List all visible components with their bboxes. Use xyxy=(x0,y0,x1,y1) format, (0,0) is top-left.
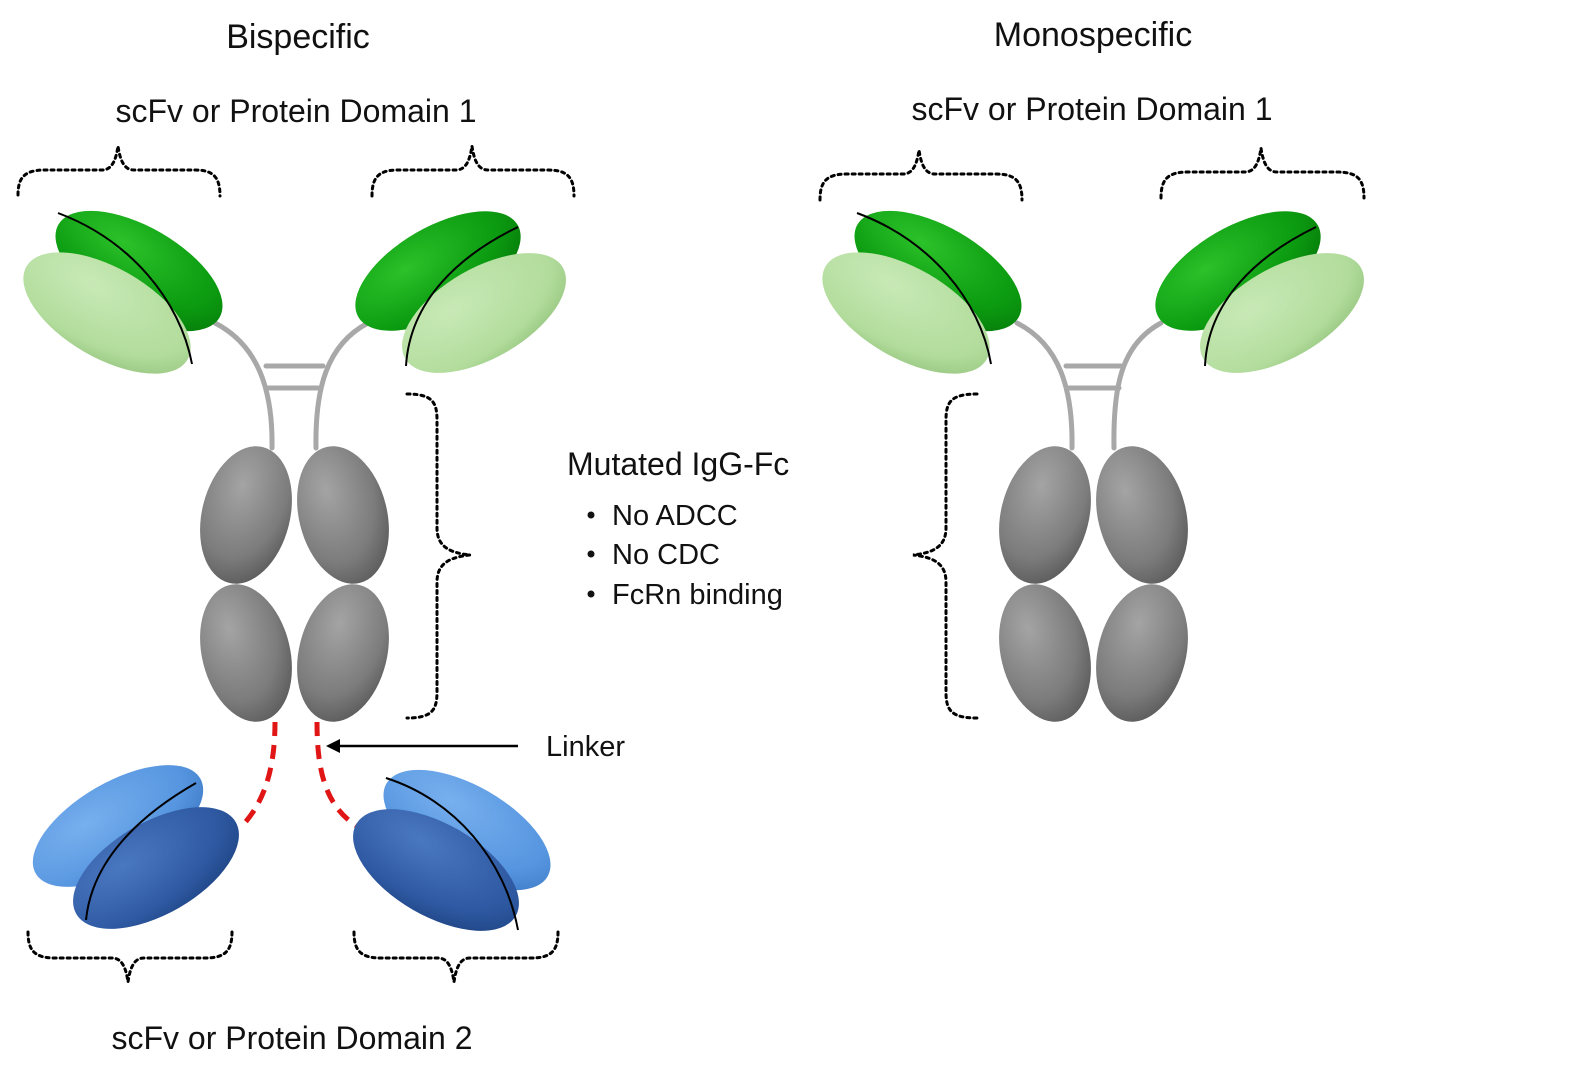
fc-region xyxy=(200,446,389,722)
bullet-dot xyxy=(587,511,595,519)
bispecific-bottom-domain-label: scFv or Protein Domain 2 xyxy=(111,1020,472,1056)
hinge-left xyxy=(1014,320,1075,451)
fab-top-right xyxy=(1155,211,1364,373)
fab-seam xyxy=(856,212,992,365)
vh-domain-dark-green xyxy=(854,210,1022,332)
fc-bullet-no-adcc: No ADCC xyxy=(612,500,738,532)
hinge-right xyxy=(1111,320,1164,451)
fc-bullet-fcrn-binding: FcRn binding xyxy=(612,579,783,611)
top-right-brace xyxy=(370,145,576,198)
fc-annotation: Mutated IgG-Fc No ADCC No CDC FcRn bindi… xyxy=(567,446,789,611)
vh-domain-dark-green xyxy=(55,210,223,332)
fc-brace xyxy=(912,392,979,720)
linker-callout: Linker xyxy=(326,731,625,763)
vh-domain-dark-green xyxy=(1155,211,1321,331)
bottom-left-brace xyxy=(26,930,234,983)
top-left-brace xyxy=(16,145,222,198)
ch2-domain-right xyxy=(1096,446,1188,584)
monospecific-antibody: Monospecific scFv or Protein Domain 1 xyxy=(818,16,1366,722)
vl-domain-light-green xyxy=(402,253,566,373)
vl-domain-light-green xyxy=(822,252,990,374)
linker-left xyxy=(238,721,278,830)
fab-bottom-right xyxy=(353,769,551,931)
bispecific-top-domain-label: scFv or Protein Domain 1 xyxy=(115,93,476,129)
fab-seam xyxy=(405,226,519,367)
ch2-domain-right xyxy=(297,446,389,584)
ch3-domain-right xyxy=(297,584,389,722)
bispecific-title: Bispecific xyxy=(226,18,370,56)
ch3-domain-left xyxy=(200,584,292,722)
fab-seam xyxy=(57,212,193,365)
linker-label: Linker xyxy=(546,731,625,763)
ch3-domain-left xyxy=(999,584,1091,722)
ch3-domain-right xyxy=(1096,584,1188,722)
ch2-domain-left xyxy=(999,446,1091,584)
fab-seam xyxy=(85,782,197,921)
vl-domain-light-blue xyxy=(32,765,204,887)
bispecific-antibody: Bispecific scFv or Protein Domain 1 xyxy=(16,18,576,1056)
fc-bullet-no-cdc: No CDC xyxy=(612,539,720,571)
fc-brace xyxy=(405,392,471,720)
monospecific-title: Monospecific xyxy=(994,16,1192,54)
ch2-domain-left xyxy=(200,446,292,584)
fab-seam xyxy=(385,777,519,931)
fc-region xyxy=(999,446,1188,722)
vh-domain-dark-blue xyxy=(353,809,519,931)
hinge-right xyxy=(313,320,371,451)
monospecific-top-domain-label: scFv or Protein Domain 1 xyxy=(911,91,1272,127)
top-right-brace xyxy=(1159,147,1366,200)
fab-seam xyxy=(1204,226,1317,367)
fc-annotation-heading: Mutated IgG-Fc xyxy=(567,446,789,482)
fab-top-left xyxy=(23,210,223,374)
fab-top-right xyxy=(355,211,566,373)
bullet-dot xyxy=(587,550,595,558)
fab-bottom-left xyxy=(32,765,239,929)
fab-top-left xyxy=(822,210,1022,374)
bullet-dot xyxy=(587,590,595,598)
top-left-brace xyxy=(818,149,1024,202)
hinge-left xyxy=(212,320,275,451)
bottom-right-brace xyxy=(352,930,560,983)
vl-domain-light-green xyxy=(23,252,191,374)
linker-arrowhead xyxy=(326,739,340,753)
vh-domain-dark-blue xyxy=(73,807,239,929)
vh-domain-dark-green xyxy=(355,211,521,331)
linker-right xyxy=(314,721,362,831)
vl-domain-light-green xyxy=(1200,253,1364,373)
